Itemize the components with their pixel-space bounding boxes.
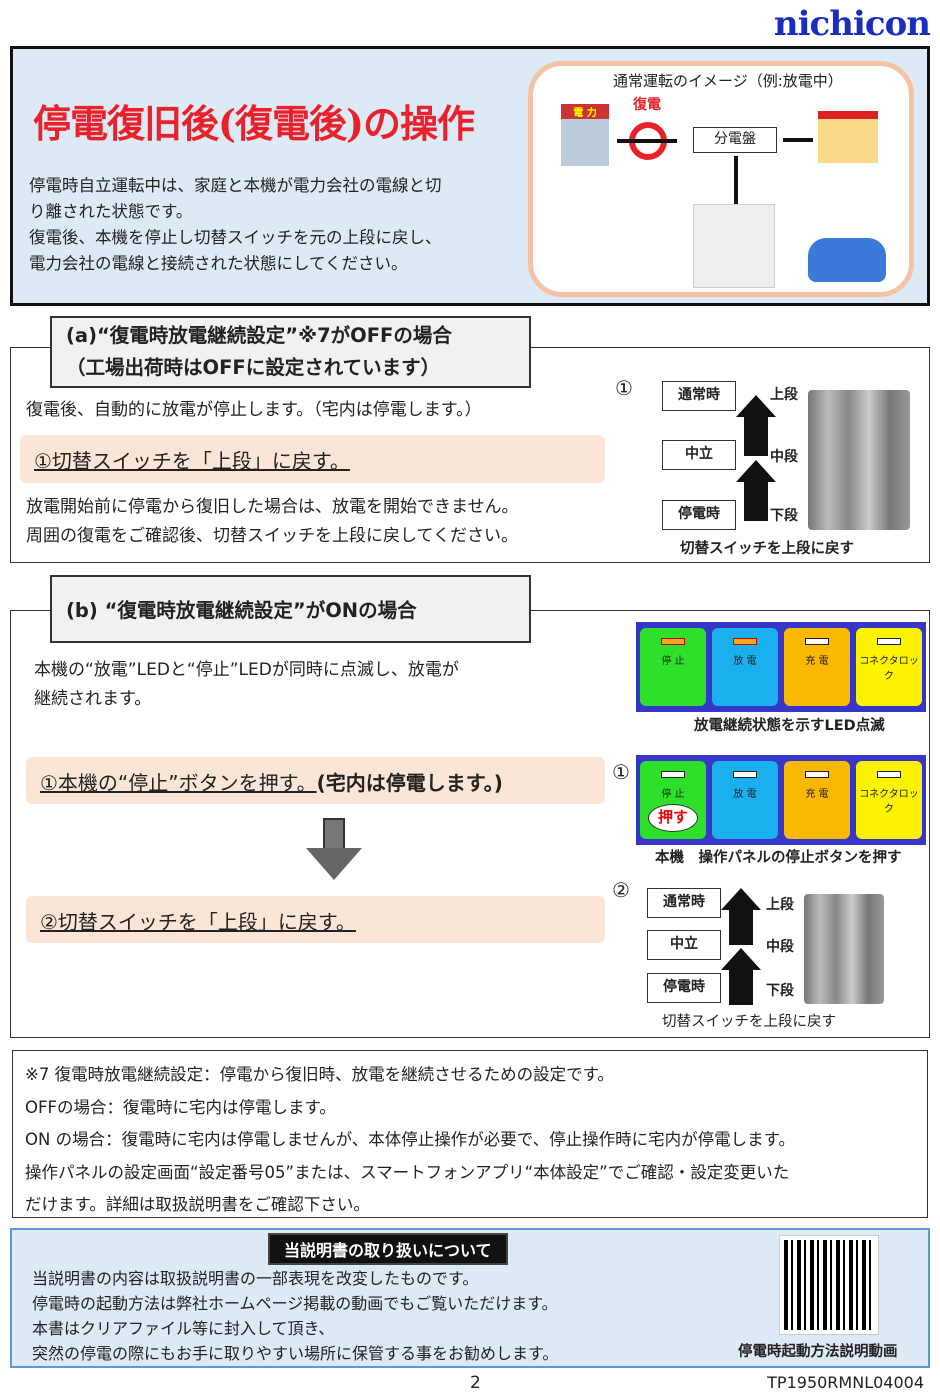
power-unit-icon xyxy=(693,204,775,288)
section-b-text: 本機の“放電”LEDと“停止”LEDが同時に点滅し、放電が継続されます。 xyxy=(34,660,459,709)
stop-button[interactable]: 停 止 押す xyxy=(640,761,706,839)
handling-title: 当説明書の取り扱いについて xyxy=(268,1233,508,1265)
intro-text: 停電時自立運転中は、家庭と本機が電力会社の電線と切 り離された状態です。 復電後… xyxy=(29,176,442,273)
nichicon-logo: nichicon xyxy=(773,4,931,44)
led-panel-stop: 停 止 押す 放 電 充 電 コネクタロック xyxy=(636,755,926,845)
up-arrow-icon xyxy=(736,395,776,417)
document-code: TP1950RMNL04004 xyxy=(767,1373,924,1392)
switch-caption: 切替スイッチを上段に戻す xyxy=(680,541,854,557)
panel-caption-2: 本機 操作パネルの停止ボタンを押す xyxy=(655,850,902,866)
up-arrow-icon xyxy=(721,948,761,970)
section-b-step2: ②切替スイッチを「上段」に戻す。 xyxy=(26,896,605,943)
section-a-heading: (a)“復電時放電継続設定”※7がOFFの場合 （工場出荷時はOFFに設定されて… xyxy=(50,316,531,388)
section-b-heading: (b) “復電時放電継続設定”がONの場合 xyxy=(50,575,531,643)
car-icon xyxy=(808,238,886,282)
section-b-step1: ①本機の“停止”ボタンを押す。(宅内は停電します。) xyxy=(26,757,605,804)
panel-caption-1: 放電継続状態を示すLED点滅 xyxy=(694,718,885,734)
restore-label: 復電 xyxy=(633,97,661,113)
section-a-text: 復電後、自動的に放電が停止します。（宅内は停電します。） xyxy=(26,400,482,420)
label-normal: 通常時 xyxy=(662,381,736,411)
qr-code[interactable] xyxy=(779,1235,879,1335)
page-number: 2 xyxy=(470,1373,481,1393)
switch-image xyxy=(804,894,884,1004)
page-title: 停電復旧後(復電後)の操作 xyxy=(33,101,475,146)
up-arrow-icon xyxy=(721,888,761,910)
section-a-step1: ①切替スイッチを「上段」に戻す。 xyxy=(20,435,605,483)
house-icon xyxy=(818,111,878,163)
up-arrow-icon xyxy=(736,460,776,482)
handling-box: 当説明書の取り扱いについて 当説明書の内容は取扱説明書の一部表現を改変したもので… xyxy=(10,1228,930,1368)
power-building-icon: 電 力 xyxy=(561,104,609,166)
distribution-panel: 分電盤 xyxy=(693,127,777,153)
led-panel-blinking: 停 止 放 電 充 電 コネクタロック xyxy=(636,622,926,712)
label-neutral: 中立 xyxy=(662,440,736,470)
diagram-title: 通常運転のイメージ（例:放電中） xyxy=(613,72,843,90)
down-arrow-icon xyxy=(306,818,362,882)
section-a-note: 放電開始前に停電から復旧した場合は、放電を開始できません。周囲の復電をご確認後、… xyxy=(26,497,519,546)
qr-caption: 停電時起動方法説明動画 xyxy=(738,1344,898,1360)
step-number: ① xyxy=(615,376,633,400)
footnote-box: ※7 復電時放電継続設定：停電から復旧時、放電を継続させるための設定です。OFF… xyxy=(12,1050,928,1218)
label-outage: 停電時 xyxy=(662,500,736,530)
intro-box: 停電復旧後(復電後)の操作 停電時自立運転中は、家庭と本機が電力会社の電線と切 … xyxy=(10,46,930,306)
switch-image xyxy=(808,390,910,530)
operation-diagram: 通常運転のイメージ（例:放電中） 電 力 復電 分電盤 xyxy=(528,61,914,297)
